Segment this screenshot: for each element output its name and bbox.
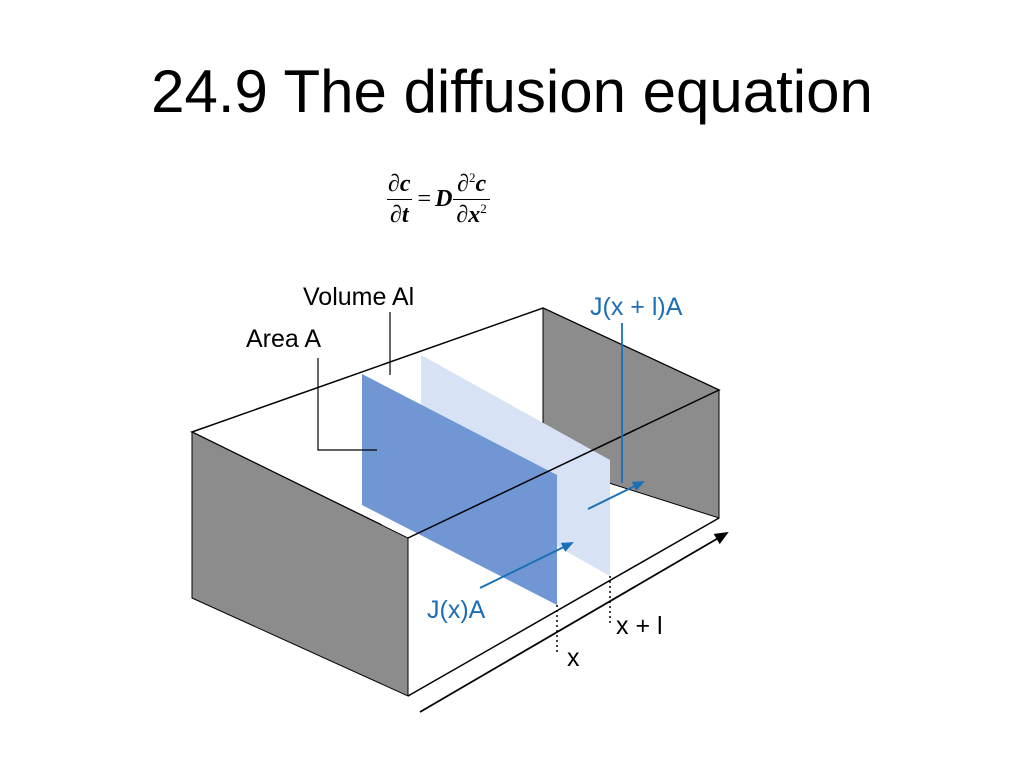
flux-in-arrow <box>479 542 574 589</box>
rhs-denominator-power: 2 <box>480 201 487 216</box>
partial-symbol: ∂ <box>389 202 402 228</box>
partial-symbol: ∂ <box>457 171 469 197</box>
equals-sign: = <box>417 186 432 212</box>
diffusion-coefficient: D <box>435 186 453 212</box>
lhs-numerator: c <box>399 171 411 197</box>
x-plus-l-label: x + l <box>616 612 663 640</box>
box-floor-edge <box>407 517 720 697</box>
flux-out-label: J(x + l)A <box>590 293 683 321</box>
rhs-numerator: c <box>475 171 487 197</box>
flux-in-label: J(x)A <box>427 596 486 624</box>
partial-symbol: ∂ <box>388 171 400 197</box>
diffusion-equation: ∂c ∂t = D ∂2c ∂x2 <box>385 170 490 228</box>
rhs-fraction: ∂2c ∂x2 <box>453 170 490 228</box>
x-label: x <box>567 644 580 672</box>
volume-label: Volume Al <box>303 283 414 311</box>
lhs-fraction: ∂c ∂t <box>385 172 414 227</box>
slide-title: 24.9 The diffusion equation <box>151 58 873 125</box>
rhs-numerator-power: 2 <box>468 170 476 185</box>
rhs-denominator: x <box>468 202 481 228</box>
x-axis-arrow <box>419 531 729 713</box>
lhs-denominator: t <box>401 202 409 228</box>
area-leader <box>317 358 377 451</box>
area-label: Area A <box>246 325 321 353</box>
partial-symbol: ∂ <box>456 202 469 228</box>
flux-out-arrow <box>587 481 645 510</box>
box-bottom-front-edge <box>407 389 720 539</box>
plane-x <box>362 374 557 605</box>
